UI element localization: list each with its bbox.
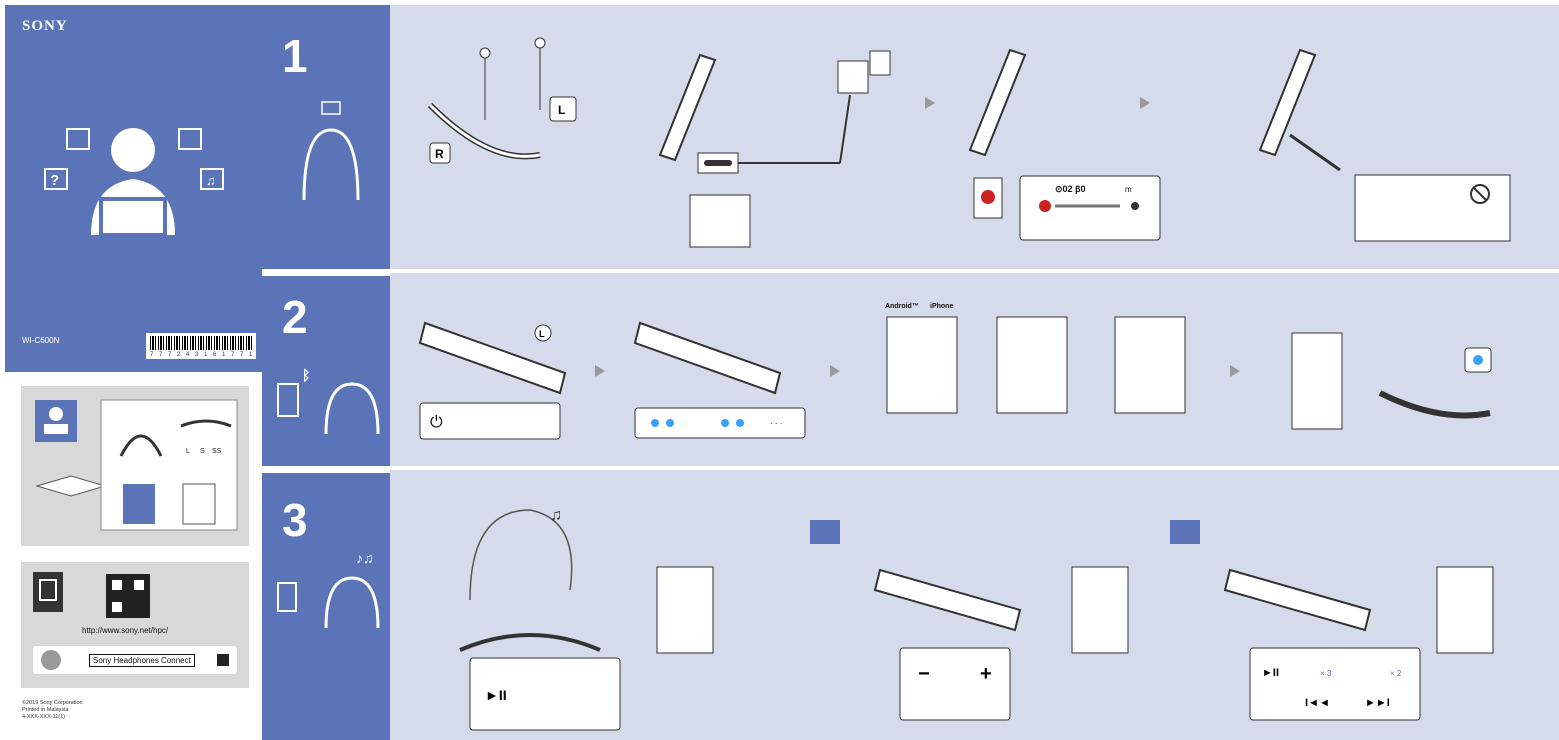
neckband-headphones-illustration: R L (427, 37, 577, 164)
size-SS: SS (212, 448, 222, 455)
power-on-illustration: L ⏻ (418, 321, 567, 440)
phone-bluetooth-icon: ᛒ (277, 367, 380, 435)
package-contents-box: L S SS (21, 386, 249, 546)
prev-track-label: I◄◄ (1305, 697, 1330, 709)
step2-number: 2 (282, 291, 308, 343)
arrow-right-icon (1140, 97, 1150, 109)
app-badge[interactable]: Sony Headphones Connect (33, 646, 237, 674)
package-contents-illustration: L S SS (35, 399, 238, 531)
headphones-app-icon (41, 650, 61, 670)
arrow-right-icon (830, 365, 840, 377)
svg-text:ᛒ: ᛒ (302, 367, 310, 383)
question-bubble-icon (44, 168, 68, 190)
download-and-qr (33, 572, 150, 618)
row-divider-2 (262, 466, 1559, 470)
phone-music-icon: ♪♫ (277, 550, 380, 629)
pairing-mode-illustration: · · · (633, 321, 806, 439)
size-S: S (200, 448, 205, 455)
copyright-line: ©2019 Sony Corporation (22, 700, 83, 706)
prohibited-icon (1470, 184, 1490, 204)
support-url[interactable]: http://www.sony.net/hpc/ (82, 626, 169, 635)
power-icon: ⏻ (430, 414, 443, 431)
usb-connection-illustration (658, 50, 891, 248)
power-bubble-icon (66, 128, 90, 150)
connected-illustration (1291, 332, 1492, 430)
blink-dots: · · · (770, 419, 782, 428)
phone-settings-screens (886, 316, 1186, 414)
charge-unit: m (1125, 185, 1132, 194)
barcode: 7 7 7 2 4 3 1 6 1 7 7 1 (146, 333, 256, 359)
svg-text:♪♫: ♪♫ (356, 550, 374, 566)
arrow-right-icon (925, 97, 935, 109)
phone-volume-screen (1071, 566, 1129, 654)
svg-text:♫: ♫ (206, 173, 216, 188)
app-name: Sony Headphones Connect (89, 654, 195, 667)
arrow-right-icon (1230, 365, 1240, 377)
phone-track-screen (1436, 566, 1494, 654)
step3-sidebar: 3 ♪♫ (262, 473, 390, 740)
music-bubble-icon (200, 168, 224, 190)
arrow-right-icon (595, 365, 605, 377)
phone-play-screen (656, 566, 714, 654)
barcode-number: 7 7 7 2 4 3 1 6 1 7 7 1 (150, 352, 255, 358)
step1-number: 1 (282, 30, 308, 82)
step1-sidebar: 1 (262, 5, 390, 269)
size-L: L (186, 448, 190, 455)
play-pause-label: ►II (1262, 667, 1279, 679)
cover-panel: ? ♫ (5, 5, 262, 372)
step2-panel: L ⏻ · · · Android™ iPhone (390, 273, 1559, 466)
step3-panel: ♫ ►II − + ►II × 3 × 2 I◄◄ ►►I (390, 470, 1559, 740)
cable-bubble-icon (178, 128, 202, 150)
part-number-line: 4-XXX-XXX-11(1) (22, 714, 65, 720)
neckband-charge-icon (302, 101, 360, 201)
left-marker: L (539, 329, 545, 339)
minus-label: − (918, 663, 930, 685)
printed-in-line: Printed in Malaysia (22, 707, 69, 713)
svg-text:?: ? (50, 172, 59, 189)
brand-logo: SONY (22, 18, 68, 34)
app-qr-icon (217, 654, 229, 666)
left-marker: L (558, 103, 565, 117)
red-led-icon (981, 190, 995, 204)
plus-label: + (980, 663, 992, 685)
model-number: WI-C600N (22, 336, 60, 345)
disconnect-cable-illustration (1258, 48, 1511, 242)
step1-panel: R L ⊙02 β0 m (390, 5, 1559, 269)
charging-state-illustration: ⊙02 β0 m (968, 48, 1161, 241)
track-control-illustration: ►II × 3 × 2 I◄◄ ►►I (1170, 520, 1421, 721)
svg-text:♫: ♫ (550, 507, 562, 524)
android-label: Android™ (885, 303, 919, 310)
reading-person-illustration: ? ♫ (44, 128, 224, 235)
x3-label: × 3 (1320, 669, 1332, 678)
row-divider-1 (262, 269, 1559, 273)
imprint: ©2019 Sony Corporation Printed in Malays… (22, 700, 142, 721)
wearing-illustration: ♫ ►II (459, 507, 621, 731)
next-track-label: ►►I (1365, 697, 1390, 709)
barcode-bars (150, 336, 252, 350)
right-marker: R (435, 147, 444, 161)
play-pause-label: ►II (485, 687, 507, 703)
step2-sidebar: 2 ᛒ (262, 276, 390, 466)
x2-label: × 2 (1390, 669, 1402, 678)
iphone-label: iPhone (930, 303, 954, 310)
volume-control-illustration: − + (810, 520, 1022, 721)
step3-number: 3 (282, 494, 308, 546)
charge-time: ⊙02 β0 (1055, 184, 1086, 194)
